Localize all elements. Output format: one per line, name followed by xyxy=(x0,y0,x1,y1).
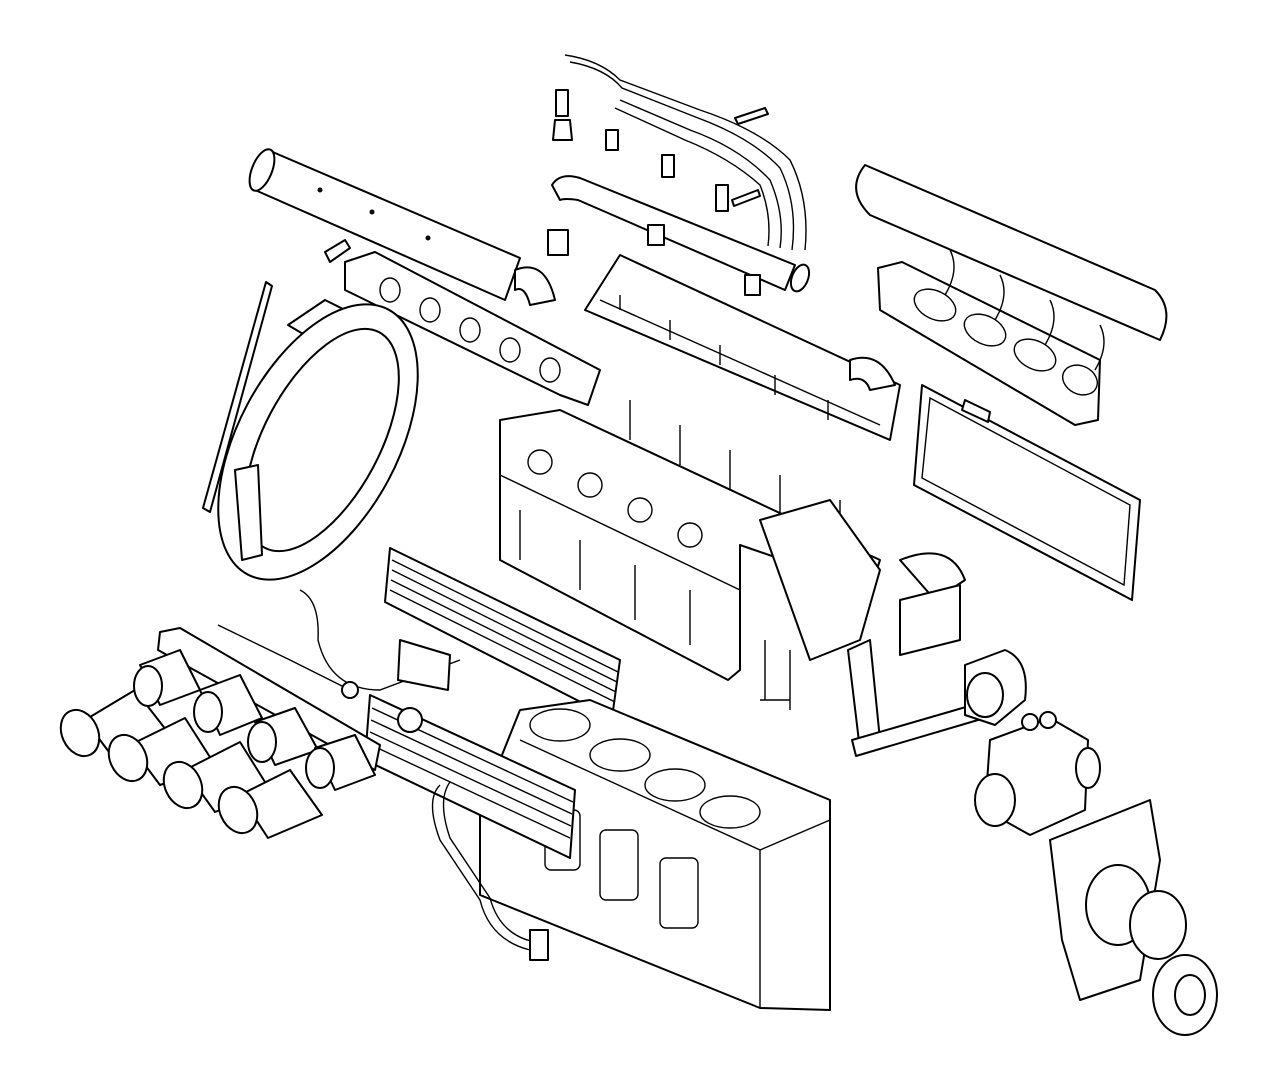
crankcase xyxy=(479,699,831,1011)
flywheel-ring xyxy=(217,303,419,581)
coolant-pipe xyxy=(551,175,811,296)
intercooler-lower xyxy=(364,694,576,859)
trumpet-4 xyxy=(193,674,263,736)
intake-rail xyxy=(157,627,381,771)
support-rod xyxy=(202,281,273,513)
exhaust-manifold xyxy=(324,239,601,406)
pulley xyxy=(964,649,1027,726)
cylinder-block xyxy=(499,400,881,681)
bell-housing xyxy=(1049,799,1218,1036)
gasket xyxy=(913,384,1141,601)
trumpet-7 xyxy=(217,769,323,839)
exhaust-tube xyxy=(248,148,521,301)
intake-trumpets xyxy=(59,649,376,839)
trumpet-6 xyxy=(247,707,319,766)
fuel-lines xyxy=(564,54,807,251)
trumpet-8 xyxy=(305,734,376,791)
intake-plenum xyxy=(855,164,1168,426)
wiring-harness xyxy=(217,589,461,699)
valve-cover xyxy=(584,254,901,441)
oil-hose xyxy=(431,781,549,961)
injector-nozzles xyxy=(547,89,761,256)
timing-bracket xyxy=(759,499,996,757)
water-pump xyxy=(974,711,1101,836)
